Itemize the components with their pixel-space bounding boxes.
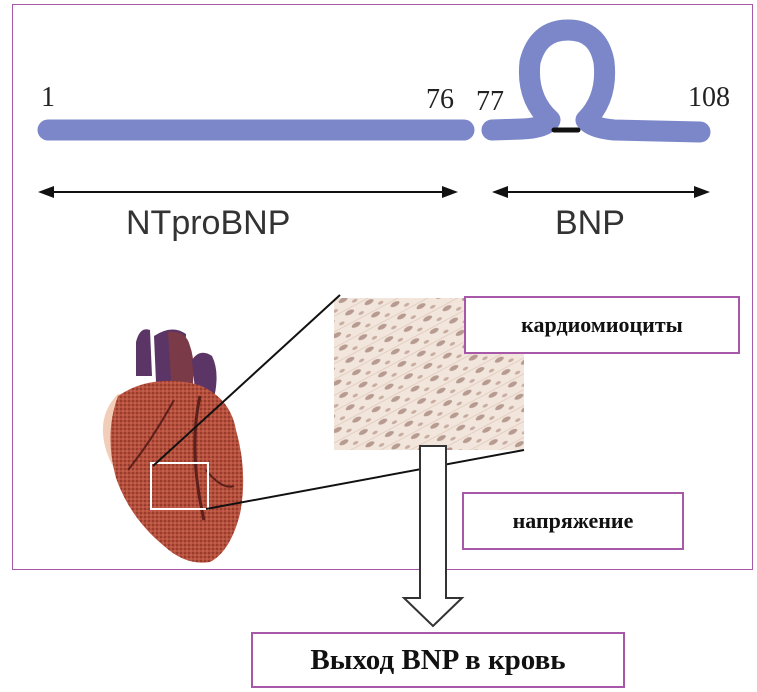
ntprobnp-span-arrow xyxy=(38,186,458,198)
residue-108-label: 108 xyxy=(688,84,730,112)
release-label: Выход BNP в кровь xyxy=(310,644,565,677)
release-label-box: Выход BNP в кровь xyxy=(251,632,625,688)
residue-76-label: 76 xyxy=(426,86,454,114)
bnp-span-arrow xyxy=(492,186,710,198)
heart-illustration xyxy=(103,329,243,562)
release-arrow xyxy=(404,446,462,626)
bnp-label: BNP xyxy=(555,206,625,240)
bnp-chain xyxy=(492,30,700,132)
residue-77-label: 77 xyxy=(476,88,504,116)
stress-label-box: напряжение xyxy=(462,492,684,550)
residue-1-label: 1 xyxy=(41,84,55,112)
stress-label: напряжение xyxy=(513,508,634,534)
ntprobnp-label: NTproBNP xyxy=(126,206,290,240)
cardiomyocytes-label-box: кардиомиоциты xyxy=(464,296,740,354)
cardiomyocytes-label: кардиомиоциты xyxy=(521,312,683,338)
